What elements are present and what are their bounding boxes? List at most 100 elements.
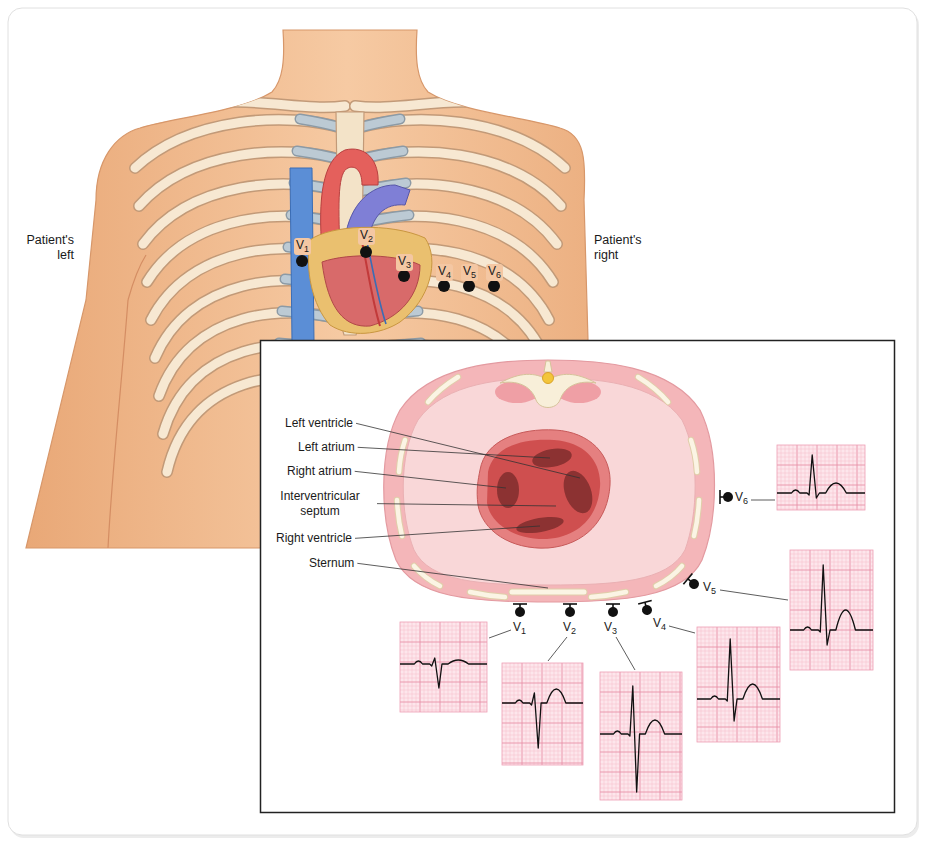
grid-line — [790, 618, 873, 619]
grid-line — [400, 690, 487, 691]
grid-line — [600, 688, 682, 689]
grid-line — [717, 627, 718, 742]
leader-line — [751, 500, 775, 501]
leader-line — [720, 590, 788, 600]
electrode-label: V4 — [436, 264, 453, 281]
clavicle — [355, 102, 515, 107]
grid-line — [837, 445, 838, 510]
orientation-label: Patient's left — [20, 233, 74, 264]
grid-line — [600, 776, 682, 777]
lead-number: 6 — [496, 270, 501, 280]
inset-panel — [261, 341, 895, 813]
grid-line — [472, 622, 473, 712]
grid-line — [502, 731, 583, 732]
grid-line — [790, 594, 873, 595]
lead-number: 3 — [612, 626, 617, 636]
grid-line — [777, 473, 865, 474]
grid-line — [400, 666, 487, 667]
electrode — [513, 604, 527, 617]
grid-line — [440, 622, 441, 712]
spinal-cord — [543, 373, 554, 384]
electrode — [360, 246, 372, 258]
grid-line — [578, 663, 579, 765]
grid-line — [790, 606, 873, 607]
grid-line — [558, 663, 559, 765]
grid-line — [600, 772, 682, 773]
grid-line — [790, 574, 873, 575]
grid-line — [777, 509, 865, 510]
grid-line — [600, 768, 682, 769]
grid-line — [790, 590, 873, 591]
rib-section — [470, 592, 505, 597]
grid-line — [789, 445, 790, 510]
rib-section — [694, 500, 699, 536]
rib-section — [428, 377, 458, 402]
grid-line — [526, 663, 527, 765]
ecg-border — [790, 550, 873, 670]
grid-line — [546, 663, 547, 765]
grid-line — [554, 663, 555, 765]
grid-line — [480, 622, 481, 712]
grid-line — [790, 626, 873, 627]
rib-section — [591, 592, 626, 597]
grid-line — [765, 627, 766, 742]
grid-line — [841, 445, 842, 510]
electrode-label: V2 — [358, 228, 375, 245]
grid-line — [853, 445, 854, 510]
grid-line — [790, 666, 873, 667]
myocardium — [487, 440, 600, 539]
grid-line — [757, 627, 758, 742]
grid-line — [697, 695, 780, 696]
lead-number: 4 — [446, 270, 451, 280]
grid-line — [400, 662, 487, 663]
rib-section — [694, 500, 699, 536]
ecg-strip — [697, 627, 780, 742]
clavicle — [185, 102, 345, 107]
lead-letter: V — [438, 264, 446, 278]
ecg-trace — [697, 639, 780, 721]
ecg-strip — [790, 550, 873, 670]
grid-line — [697, 655, 780, 656]
lead-letter: V — [488, 264, 496, 278]
lead-number: 1 — [521, 626, 526, 636]
grid-line — [697, 715, 780, 716]
grid-line — [777, 461, 865, 462]
grid-line — [785, 445, 786, 510]
lead-letter: V — [398, 254, 406, 268]
electrode — [563, 604, 577, 617]
grid-line — [502, 707, 583, 708]
grid-line — [400, 658, 487, 659]
grid-line — [600, 740, 682, 741]
grid-line — [697, 683, 780, 684]
grid-line — [777, 489, 865, 490]
electrode-dot — [608, 607, 618, 617]
ecg-trace — [400, 658, 487, 688]
grid-line — [745, 627, 746, 742]
grid-line — [400, 698, 487, 699]
grid-line — [444, 622, 445, 712]
grid-line — [790, 554, 873, 555]
grid-line — [400, 682, 487, 683]
grid-line — [600, 724, 682, 725]
ecg-paper — [400, 622, 487, 712]
rib-section — [414, 566, 440, 586]
grid-line — [790, 646, 873, 647]
ecg-trace — [502, 689, 583, 748]
grid-line — [825, 445, 826, 510]
grid-line — [697, 723, 780, 724]
rib-section — [399, 440, 405, 472]
grid-line — [805, 445, 806, 510]
electrode — [398, 270, 410, 282]
inset-frame — [261, 341, 895, 813]
anatomy-label: Left ventricle — [285, 416, 353, 431]
grid-line — [464, 622, 465, 712]
grid-line — [697, 691, 780, 692]
leader-line — [377, 504, 556, 506]
rib-section — [591, 592, 626, 597]
leader-line — [669, 626, 695, 633]
leader-line — [358, 447, 550, 458]
grid-line — [790, 614, 873, 615]
grid-line — [400, 694, 487, 695]
grid-line — [400, 638, 487, 639]
